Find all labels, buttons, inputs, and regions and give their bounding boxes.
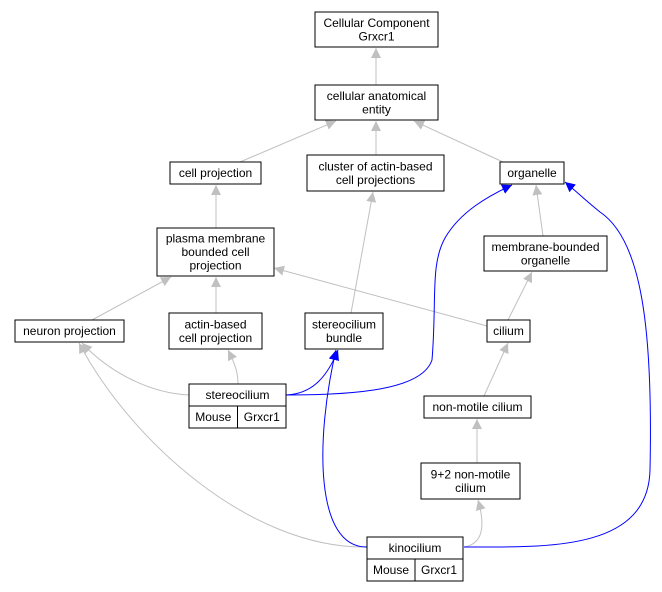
edge-kinocilium-to-organelle [463, 181, 651, 548]
node-label-line: entity [362, 102, 391, 116]
annotation-tag-grxcr1: Grxcr1 [237, 405, 287, 429]
node-box [486, 319, 531, 343]
node-label-line: cell projections [336, 173, 415, 187]
edge-line [413, 120, 504, 163]
node-box [156, 227, 275, 277]
node-label-line: stereocilium [312, 317, 376, 331]
node-label-line: cilium [493, 324, 524, 338]
node-label-line: organelle [507, 166, 557, 180]
node-label-line: organelle [521, 253, 571, 267]
node-nm-cilium[interactable]: non-motile cilium [423, 395, 532, 419]
edge-kinocilium-to-sc-bundle [322, 349, 368, 548]
edge-line [483, 342, 509, 397]
node-label-line: plasma membrane [166, 232, 266, 246]
node-box [168, 312, 263, 350]
edge-stereocilium-to-neuron-proj [81, 342, 190, 396]
node-label-line: Cellular Component [323, 16, 430, 30]
edge-line [463, 499, 486, 548]
edge-line [227, 349, 239, 385]
node-neuron-proj[interactable]: neuron projection [14, 319, 125, 343]
edge-line [91, 276, 172, 321]
annotation-tag-label: Mouse [373, 563, 409, 577]
node-label-line: cell projection [179, 331, 252, 345]
node-label-line: cilium [455, 481, 486, 495]
node-box [14, 319, 125, 343]
node-label-line: non-motile cilium [432, 400, 522, 414]
edge-line [273, 265, 488, 327]
edge-nm-cilium-to-cilium [483, 342, 509, 397]
annotation-tag-grxcr1: Grxcr1 [414, 558, 464, 582]
node-box [483, 235, 608, 272]
node-box [420, 462, 521, 500]
node-label-line: bounded cell [181, 245, 249, 259]
annotation-tag-label: Grxcr1 [244, 410, 280, 424]
node-label-line: cluster of actin-based [318, 159, 432, 173]
node-cilium[interactable]: cilium [486, 319, 531, 343]
annotation-tag-mouse: Mouse [366, 558, 416, 582]
edge-line [239, 120, 337, 163]
node-label-line: stereocilium [205, 388, 269, 402]
node-label-line: Grxcr1 [359, 29, 395, 43]
edge-stereocilium-to-organelle [285, 184, 513, 396]
annotation-tag-label: Grxcr1 [421, 563, 457, 577]
node-box [314, 84, 439, 121]
edge-stereocilium-to-actin-proj [227, 349, 239, 385]
node-box [304, 312, 384, 350]
node-box [314, 11, 439, 48]
edge-cilium-to-pm-bounded [273, 265, 488, 327]
node-label-line: cell projection [179, 166, 252, 180]
edges-layer [78, 48, 651, 548]
node-box [423, 395, 532, 419]
node-box [169, 161, 262, 185]
annotation-tag-mouse: Mouse [188, 405, 238, 429]
annotation-tag-box [414, 558, 464, 582]
node-label-line: cellular anatomical [327, 89, 426, 103]
node-label-line: actin-based [184, 317, 246, 331]
edge-line [322, 349, 368, 548]
edge-kinocilium-to-neuron-proj [78, 342, 368, 548]
node-label-line: 9+2 non-motile [431, 467, 511, 481]
edge-stereocilium-to-sc-bundle [285, 349, 339, 396]
edge-line [78, 342, 368, 548]
edge-line [81, 342, 190, 396]
node-box [499, 161, 565, 185]
node-label-line: membrane-bounded [491, 240, 599, 254]
edge-cilium-to-mem-organelle [507, 271, 533, 321]
node-organelle[interactable]: organelle [499, 161, 565, 185]
edge-sc-bundle-to-cluster [350, 191, 377, 314]
edge-line [285, 184, 513, 396]
edge-line [350, 191, 377, 314]
edge-organelle-to-cae [413, 120, 504, 163]
edge-mem-organelle-to-organelle [532, 184, 544, 237]
annotation-tag-label: Mouse [195, 410, 231, 424]
node-label-line: neuron projection [23, 324, 116, 338]
node-box [306, 154, 445, 192]
edge-line [463, 181, 651, 548]
node-label-line: kinocilium [389, 541, 442, 555]
edge-line [507, 271, 533, 321]
node-cell-proj[interactable]: cell projection [169, 161, 262, 185]
annotation-tag-box [237, 405, 287, 429]
edge-line [532, 184, 544, 237]
edge-neuron-proj-to-pm-bounded [91, 276, 172, 321]
edge-cell-proj-to-cae [239, 120, 337, 163]
edge-line [285, 349, 339, 396]
node-label-line: projection [189, 259, 241, 273]
edge-kinocilium-to-nm92-cilium [463, 499, 486, 548]
node-label-line: bundle [326, 331, 362, 345]
